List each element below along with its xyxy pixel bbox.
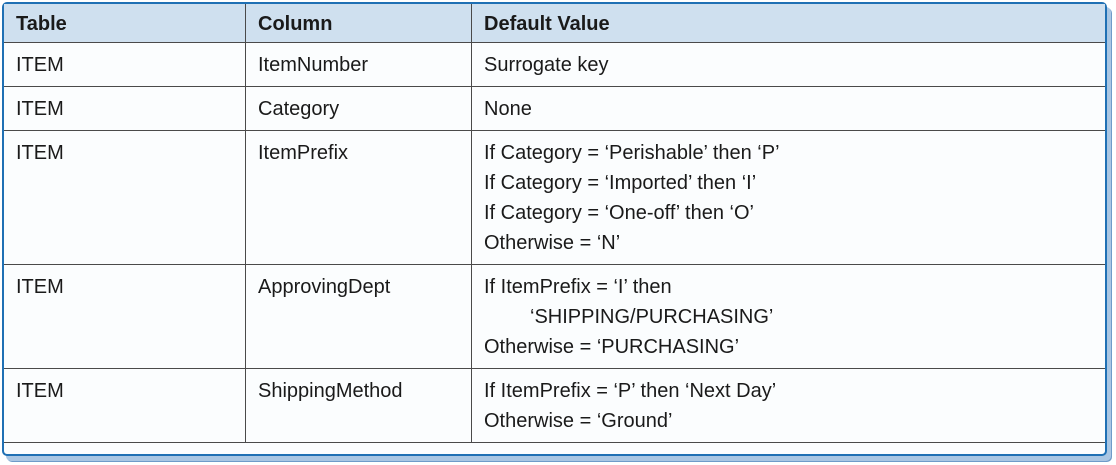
value-line: Otherwise = ‘Ground’ [484, 410, 673, 432]
value-line: If ItemPrefix = ‘I’ then [484, 276, 672, 298]
cell-column: ItemPrefix [245, 130, 472, 265]
value-line: Otherwise = ‘PURCHASING’ [484, 336, 740, 358]
cell-column: ApprovingDept [245, 264, 472, 369]
table-row: ITEM ShippingMethod If ItemPrefix = ‘P’ … [4, 368, 1105, 443]
table-row: ITEM ApprovingDept If ItemPrefix = ‘I’ t… [4, 264, 1105, 369]
cell-table: ITEM [4, 130, 246, 265]
value-line: Otherwise = ‘N’ [484, 232, 621, 254]
cell-table: ITEM [4, 368, 246, 443]
cell-default-value: None [471, 86, 1105, 131]
value-line: ‘SHIPPING/PURCHASING’ [530, 306, 774, 328]
value-line: If Category = ‘One-off’ then ‘O’ [484, 202, 754, 224]
cell-default-value: If ItemPrefix = ‘I’ then ‘SHIPPING/PURCH… [471, 264, 1105, 369]
cell-table: ITEM [4, 86, 246, 131]
table-row: ITEM ItemPrefix If Category = ‘Perishabl… [4, 130, 1105, 265]
value-line: Surrogate key [484, 54, 609, 76]
header-row: Table Column Default Value [4, 4, 1105, 43]
header-column: Column [245, 4, 472, 43]
table-row: ITEM ItemNumber Surrogate key [4, 42, 1105, 87]
cell-column: ShippingMethod [245, 368, 472, 443]
header-default-value: Default Value [471, 4, 1105, 43]
value-line: If ItemPrefix = ‘P’ then ‘Next Day’ [484, 380, 777, 402]
value-line: None [484, 98, 532, 120]
table-row: ITEM Category None [4, 86, 1105, 131]
cell-column: Category [245, 86, 472, 131]
cell-column: ItemNumber [245, 42, 472, 87]
table-frame: Table Column Default Value ITEM ItemNumb… [2, 2, 1107, 456]
cell-default-value: If Category = ‘Perishable’ then ‘P’ If C… [471, 130, 1105, 265]
cell-table: ITEM [4, 42, 246, 87]
value-line: If Category = ‘Imported’ then ‘I’ [484, 172, 757, 194]
cell-default-value: Surrogate key [471, 42, 1105, 87]
header-table: Table [4, 4, 246, 43]
cell-default-value: If ItemPrefix = ‘P’ then ‘Next Day’ Othe… [471, 368, 1105, 443]
default-values-table: Table Column Default Value ITEM ItemNumb… [4, 4, 1105, 443]
cell-table: ITEM [4, 264, 246, 369]
value-line: If Category = ‘Perishable’ then ‘P’ [484, 142, 780, 164]
